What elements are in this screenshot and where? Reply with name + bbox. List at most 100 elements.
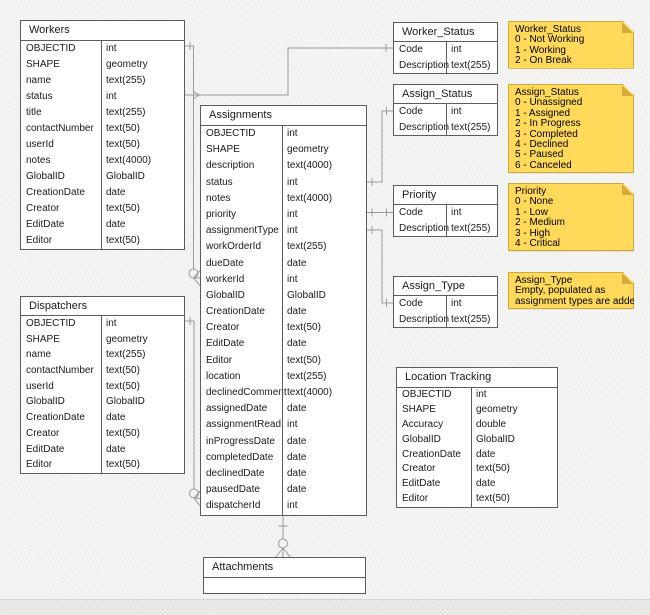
field-name: notes: [206, 192, 231, 204]
entity-title: Worker_Status: [394, 23, 497, 42]
field-name: assignedDate: [206, 403, 268, 415]
field-type: text(50): [106, 427, 140, 439]
note-text-line: 0 - None: [515, 196, 554, 208]
field-type: date: [287, 435, 307, 447]
field-type: text(255): [451, 121, 491, 133]
field-type: date: [106, 412, 126, 424]
field-type: int: [287, 208, 298, 220]
field-name: Description: [399, 222, 450, 234]
field-type: date: [106, 443, 126, 455]
crow-foot: [193, 490, 201, 507]
field-type: date: [287, 338, 307, 350]
note-text-line: assignment types are added: [515, 295, 641, 307]
entity-title: Assignments: [201, 106, 366, 126]
field-type: text(50): [106, 139, 140, 150]
field-name: CreationDate: [26, 187, 85, 198]
connector-assignments-assign-type: [367, 226, 393, 307]
connector-assignments-priority: [367, 208, 393, 217]
field-name: Accuracy: [402, 418, 444, 430]
column-divider: [282, 126, 283, 515]
field-name: pausedDate: [206, 484, 260, 496]
field-name: description: [206, 160, 255, 172]
field-type: text(50): [106, 123, 140, 134]
field-type: int: [106, 318, 117, 329]
field-name: assignmentType: [206, 225, 279, 237]
field-name: OBJECTID: [402, 389, 452, 400]
field-type: text(255): [287, 241, 327, 253]
note-title: Worker_Status: [515, 24, 581, 35]
field-row: CreationDate date: [21, 185, 184, 201]
entity-title: Location Tracking: [397, 368, 557, 388]
field-type: date: [476, 478, 496, 490]
note-text-line: 6 - Canceled: [515, 159, 572, 171]
canvas-bottom-edge: [0, 599, 650, 615]
field-type: int: [451, 207, 462, 218]
field-type: GlobalID: [476, 433, 515, 445]
entity-title: Assign_Status: [394, 85, 497, 104]
field-name: GlobalID: [26, 396, 65, 408]
field-type: text(50): [106, 459, 140, 471]
field-name: location: [206, 370, 241, 382]
crow-foot: [274, 547, 292, 559]
field-type: text(255): [106, 107, 146, 118]
field-name: CreationDate: [26, 412, 85, 424]
column-divider: [101, 41, 102, 249]
field-type: int: [106, 43, 117, 54]
field-name: Editor: [26, 459, 53, 471]
field-name: completedDate: [206, 451, 274, 463]
field-type: text(255): [106, 349, 146, 361]
field-name: Description: [399, 313, 450, 325]
note-fold-corner: [622, 22, 633, 33]
field-type: int: [106, 91, 117, 102]
field-type: geometry: [476, 403, 518, 415]
field-type: date: [106, 187, 126, 198]
field-name: OBJECTID: [206, 128, 256, 139]
entity-attachments: Attachments: [203, 557, 366, 594]
connector-workers-assignments: [185, 42, 201, 286]
field-name: EditDate: [26, 443, 65, 455]
field-type: geometry: [106, 59, 148, 70]
field-name: Code: [399, 44, 423, 55]
field-name: title: [26, 107, 42, 118]
field-type: text(50): [287, 322, 321, 334]
field-name: Creator: [26, 203, 60, 214]
field-type: text(50): [106, 203, 140, 214]
field-name: status: [206, 176, 233, 188]
field-type: text(255): [451, 59, 491, 71]
connector-assignments-assign-status: [367, 107, 393, 186]
